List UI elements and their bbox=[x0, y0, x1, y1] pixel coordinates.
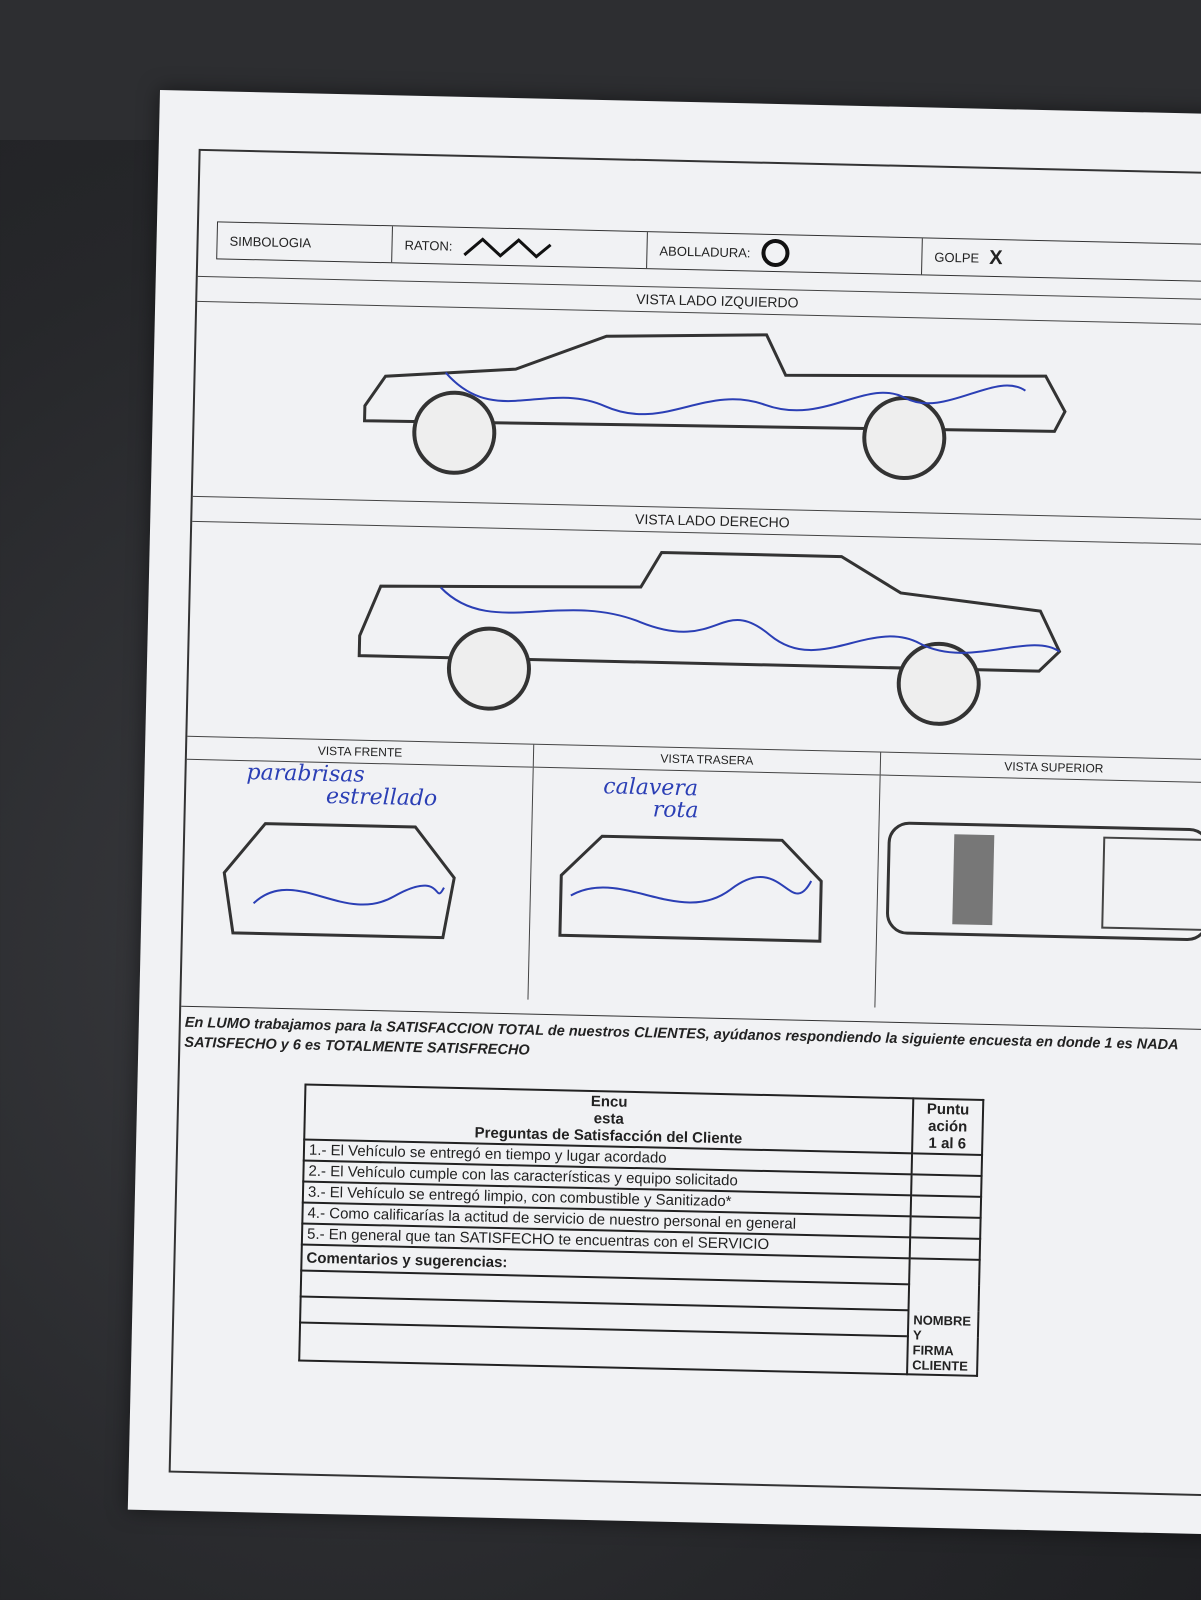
x-mark-icon: X bbox=[988, 246, 1003, 269]
score-input-1[interactable] bbox=[911, 1153, 983, 1176]
top-view-title: VISTA SUPERIOR bbox=[880, 752, 1201, 784]
views-row: VISTA FRENTE parabrisas estrellado VISTA… bbox=[181, 735, 1201, 1016]
circle-icon bbox=[761, 239, 790, 268]
handwritten-note: rota bbox=[652, 797, 699, 824]
truck-rear-drawing bbox=[558, 834, 823, 943]
truck-front-drawing bbox=[222, 822, 456, 940]
golpe-label: GOLPE bbox=[934, 249, 980, 266]
legend-golpe: GOLPE X bbox=[922, 238, 1015, 276]
handwritten-note: estrellado bbox=[325, 783, 438, 812]
score-input-2[interactable] bbox=[911, 1174, 982, 1197]
form-frame: SIMBOLOGIA RATON: ABOLLADURA: GOLPE X VI… bbox=[168, 148, 1201, 1497]
truck-right-side-drawing bbox=[357, 550, 1062, 726]
score-header-1: Puntu bbox=[926, 1100, 970, 1119]
score-input-3[interactable] bbox=[910, 1195, 982, 1218]
truck-top-drawing bbox=[886, 821, 1201, 942]
handwritten-note: calavera bbox=[603, 774, 699, 802]
handwritten-note: parabrisas bbox=[246, 760, 365, 788]
legend-row: SIMBOLOGIA RATON: ABOLLADURA: GOLPE X bbox=[216, 221, 1201, 283]
score-header-2: ación bbox=[927, 1117, 968, 1136]
raton-label: RATON: bbox=[404, 237, 453, 254]
abolladura-label: ABOLLADURA: bbox=[659, 242, 751, 260]
signature-label-1: NOMBRE Y bbox=[912, 1312, 972, 1343]
signature-label-2: FIRMA CLIENTE bbox=[912, 1342, 969, 1374]
right-view-section: VISTA LADO DERECHO bbox=[187, 495, 1201, 751]
inspection-form: SIMBOLOGIA RATON: ABOLLADURA: GOLPE X VI… bbox=[127, 90, 1201, 1535]
top-view: VISTA SUPERIOR bbox=[875, 752, 1201, 1016]
truck-left-side-drawing bbox=[363, 333, 1067, 480]
score-header-3: 1 al 6 bbox=[928, 1134, 967, 1153]
score-input-4[interactable] bbox=[910, 1216, 981, 1239]
legend-abolladura: ABOLLADURA: bbox=[647, 232, 923, 275]
front-view: VISTA FRENTE parabrisas estrellado bbox=[181, 736, 535, 1000]
score-input-5[interactable] bbox=[909, 1237, 981, 1260]
zigzag-icon bbox=[463, 237, 552, 259]
legend-raton: RATON: bbox=[392, 226, 648, 269]
left-view-section: VISTA LADO IZQUIERDO bbox=[193, 275, 1201, 511]
legend-title: SIMBOLOGIA bbox=[217, 222, 393, 263]
rear-view-title: VISTA TRASERA bbox=[533, 744, 881, 776]
rear-view: VISTA TRASERA calavera rota bbox=[528, 744, 882, 1008]
survey-intro-text: En LUMO trabajamos para la SATISFACCION … bbox=[180, 1005, 1201, 1077]
